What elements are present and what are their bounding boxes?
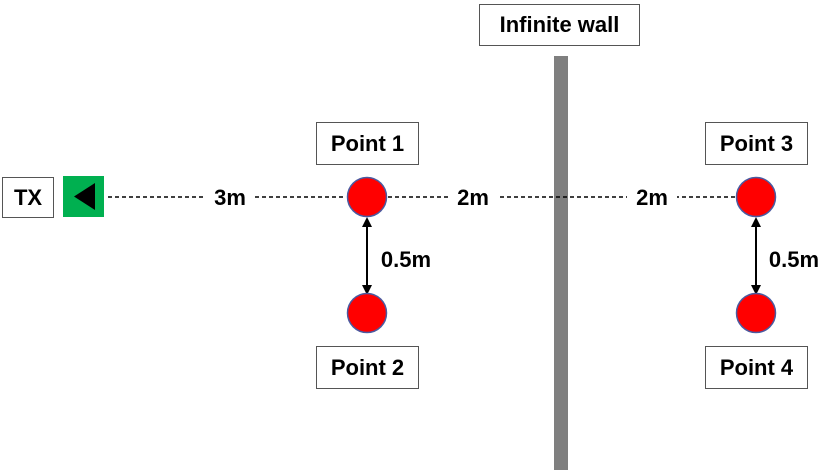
distance-wall-to-point3: 2m [627,184,677,212]
point2-marker [346,292,388,334]
distance-point1-to-wall: 2m [448,184,498,212]
distance-tx-to-point1: 3m [205,184,255,212]
distance-point1-to-point2: 0.5m [380,247,432,272]
point3-marker [735,176,777,218]
point3-label: Point 3 [705,122,808,165]
point2-label: Point 2 [316,346,419,389]
tx-label: TX [2,177,54,218]
point4-marker [735,292,777,334]
infinite-wall [554,56,568,470]
point4-label: Point 4 [705,346,808,389]
left-pointing-triangle-icon [63,176,104,217]
point1-label: Point 1 [316,122,419,165]
point1-marker [346,176,388,218]
distance-point3-to-point4: 0.5m [768,247,820,272]
wall-label: Infinite wall [479,4,640,46]
